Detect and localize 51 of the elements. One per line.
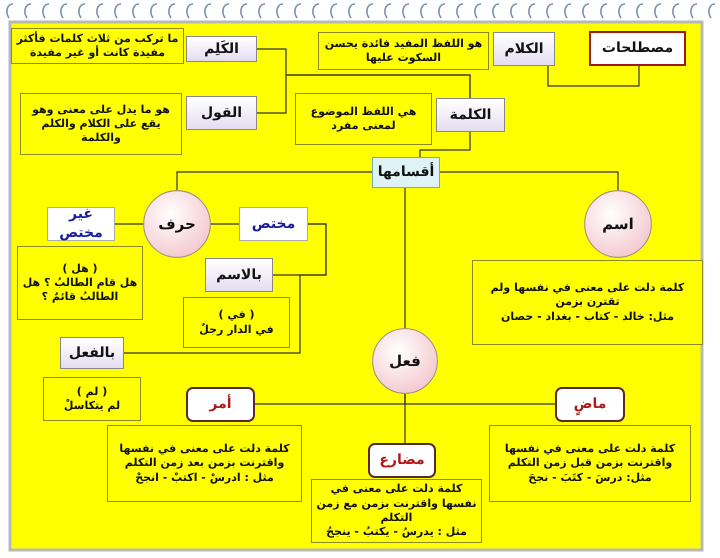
term-box: الكلمة bbox=[436, 98, 505, 132]
definition-box bbox=[489, 425, 691, 502]
term-box: الكلام bbox=[493, 32, 555, 66]
circle-label: فعل bbox=[389, 350, 421, 372]
example-text: مثل: درسَ - كتَبَ - نجحَ bbox=[528, 470, 652, 485]
connector-line bbox=[211, 223, 239, 225]
connector-line bbox=[115, 223, 143, 225]
connector-line bbox=[176, 171, 372, 190]
definition-box bbox=[472, 260, 703, 345]
category-box: مختص bbox=[239, 207, 308, 241]
connector-line bbox=[440, 171, 619, 190]
circle-label: اسم bbox=[602, 214, 634, 234]
example-text: مثل : يدرسُ - يكتبُ - ينجحُ bbox=[326, 525, 467, 540]
definition-box: ما تركب من ثلاث كلمات فأكثر مفيدة كانت أو غير مفيدة bbox=[11, 28, 184, 64]
connector-line bbox=[257, 74, 471, 114]
definition-text: كلمة دلت على معنى في نفسها واقترنت بزمن بعد زمن التكلم bbox=[118, 442, 291, 471]
example-sentence: لم يتكاسلْ bbox=[64, 399, 120, 414]
category-box: غير مختص bbox=[47, 207, 115, 241]
term-box: بالاسم bbox=[205, 258, 273, 292]
subheading-box: أقسامها bbox=[372, 157, 440, 188]
definition-box: هو اللفظ المفيد فائدة يحسن السكوت عليها bbox=[318, 32, 489, 70]
tense-box: مضارع bbox=[368, 443, 436, 478]
connector-line bbox=[419, 132, 471, 157]
definition-box: هو ما يدل على معنى وهو يقع على الكلام والكلم والكلمة bbox=[20, 93, 182, 155]
example-text: مثل : ادرسْ - اكتبْ - انجحْ bbox=[135, 470, 274, 485]
definition-box bbox=[17, 246, 143, 320]
example-sentence: هل قام الطالبُ ؟ هل الطالبُ قائمٌ ؟ bbox=[22, 276, 138, 304]
definition-box bbox=[107, 425, 302, 502]
tense-box: أمر bbox=[186, 387, 255, 422]
particle-word: ( لم ) bbox=[76, 384, 108, 398]
definition-text: كلمة دلت على معنى في نفسها واقترنت بزمن مع زمن التكلم bbox=[316, 482, 477, 526]
example-sentence: في الدار رجلٌ bbox=[199, 322, 274, 337]
connector-line bbox=[404, 188, 406, 328]
definition-box bbox=[311, 479, 482, 543]
circle-label: حرف bbox=[158, 214, 196, 234]
particle-word: ( هل ) bbox=[62, 262, 98, 276]
definition-text: كلمة دلت على معنى في نفسها ولم تقترن بزمن bbox=[490, 281, 686, 310]
connector-line bbox=[547, 66, 640, 87]
term-box: الكَلِم bbox=[186, 36, 257, 62]
term-box: القول bbox=[186, 96, 257, 130]
heading-box: مصطلحات bbox=[589, 31, 686, 66]
definition-text: كلمة دلت على معنى في نفسها واقترنت بزمن قبل زمن التكلم bbox=[504, 442, 676, 471]
definition-box: هي اللفظ الموضوع لمعنى مفرد bbox=[295, 93, 432, 145]
tense-box: ماضٍ bbox=[555, 387, 625, 422]
connector-line bbox=[404, 394, 406, 443]
particle-word: ( في ) bbox=[218, 308, 255, 322]
connector-line bbox=[124, 223, 327, 354]
example-text: مثل: خالد - كتاب - بغداد - حصان bbox=[500, 310, 674, 324]
definition-box bbox=[43, 377, 141, 421]
term-box: بالفعل bbox=[60, 337, 124, 369]
definition-box bbox=[183, 297, 290, 348]
